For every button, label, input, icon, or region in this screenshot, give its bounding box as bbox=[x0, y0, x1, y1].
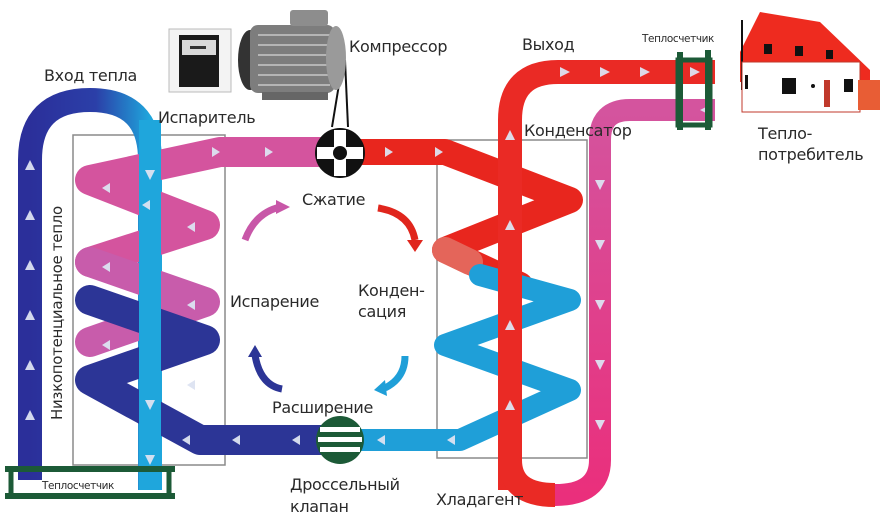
cycle-arrows bbox=[241, 200, 423, 396]
compressor-label: Компрессор bbox=[349, 37, 448, 56]
electric-meter-icon bbox=[168, 28, 232, 93]
low-potential-heat-label: Низкопотенциальное тепло bbox=[48, 206, 66, 420]
heat-meter-bottom-icon bbox=[5, 466, 175, 499]
compressor-valve-icon bbox=[315, 59, 365, 178]
consumer-label-line2: потребитель bbox=[758, 145, 864, 164]
house-icon bbox=[740, 12, 880, 113]
evaporator-label: Испаритель bbox=[158, 108, 256, 127]
refrigerant-label: Хладагент bbox=[436, 490, 524, 509]
heat-meter-bottom-label: Теплосчетчик bbox=[42, 480, 114, 492]
compression-label: Сжатие bbox=[302, 190, 366, 209]
evaporator-coil bbox=[75, 137, 365, 455]
condensation-label-line1: Конден- bbox=[358, 281, 425, 300]
compressor-motor-icon bbox=[238, 10, 346, 100]
throttle-valve-label-line2: клапан bbox=[290, 497, 349, 516]
throttle-valve-label-line1: Дроссельный bbox=[290, 475, 400, 494]
condensation-label-line2: сация bbox=[358, 302, 407, 321]
heat-input-label: Вход тепла bbox=[44, 66, 138, 85]
evaporation-label: Испарение bbox=[230, 292, 320, 311]
output-label: Выход bbox=[522, 35, 575, 54]
heat-meter-top-label: Теплосчетчик bbox=[642, 33, 714, 45]
heating-circuit bbox=[498, 60, 715, 507]
flow-arrows bbox=[25, 67, 710, 465]
consumer-label-line1: Тепло- bbox=[758, 124, 813, 143]
expansion-label: Расширение bbox=[272, 398, 373, 417]
condenser-label: Конденсатор bbox=[524, 121, 632, 140]
throttle-valve-icon bbox=[316, 416, 364, 464]
heat-meter-top-icon bbox=[675, 50, 713, 130]
